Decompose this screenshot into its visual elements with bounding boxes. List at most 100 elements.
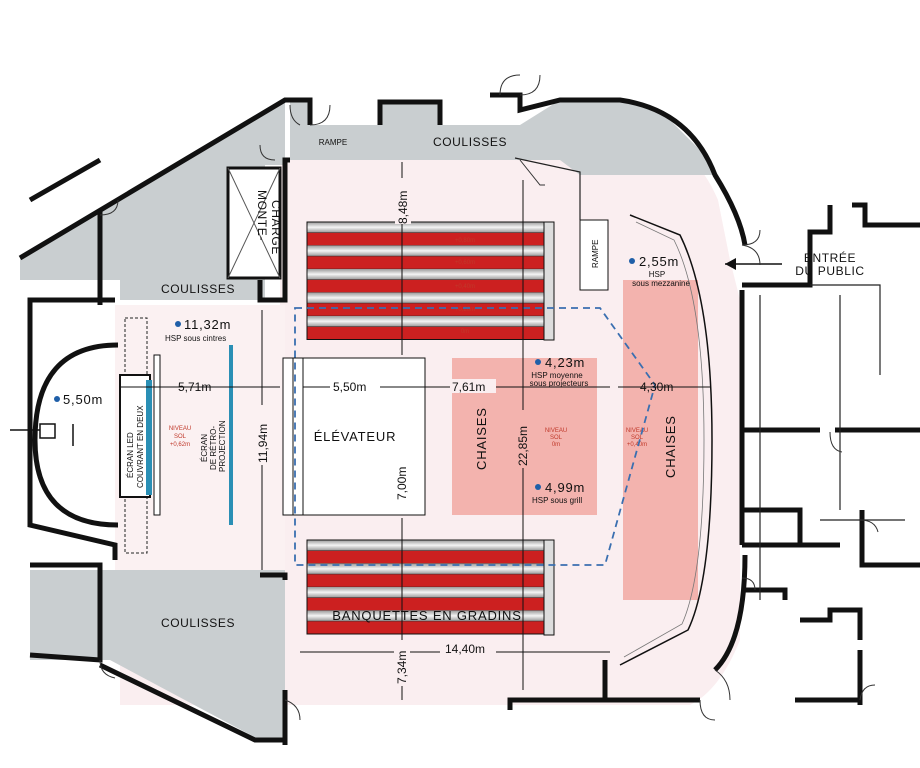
tier-label-3: +0,40m bbox=[455, 284, 475, 290]
seating-bottom-seat-row bbox=[306, 550, 545, 564]
dim-1440: 14,40m bbox=[445, 642, 485, 656]
entrance-label-1: ENTRÉE bbox=[804, 250, 856, 265]
mezzanine-arc bbox=[619, 214, 713, 666]
monte-charge-cross bbox=[227, 167, 281, 279]
retro-screen-bar bbox=[229, 345, 233, 525]
led-screen-bar bbox=[146, 380, 152, 495]
seating-top-separator bbox=[307, 222, 544, 233]
small-marks bbox=[519, 159, 545, 186]
stage-apron-curve bbox=[32, 342, 119, 528]
led-screen-box bbox=[119, 374, 151, 498]
height-1132-value: 11,32m bbox=[184, 317, 231, 332]
rampe-guide bbox=[514, 157, 581, 220]
niveau-stage-2: SOL bbox=[174, 434, 187, 440]
wall-proscenium-bottom bbox=[260, 572, 288, 580]
height-499-note: HSP sous grill bbox=[532, 496, 582, 505]
coulisses-left-label: COULISSES bbox=[161, 282, 235, 296]
niveau-stage-1: NIVEAU bbox=[169, 426, 191, 432]
height-550-value: 5,50m bbox=[63, 392, 103, 407]
retro-screen-label-3: PROJECTION bbox=[218, 420, 227, 472]
height-423-note-2: sous projecteurs bbox=[530, 379, 589, 388]
niveau-right-2: SOL bbox=[631, 435, 644, 441]
seating-top-separator bbox=[307, 245, 544, 257]
height-dot-423 bbox=[535, 359, 541, 365]
dim-1194: 11,94m bbox=[256, 424, 270, 463]
rampe-side-label: RAMPE bbox=[591, 240, 600, 268]
seating-bottom-separator bbox=[307, 587, 544, 598]
dim-761: 7,61m bbox=[452, 380, 485, 394]
chairs-label-center: CHAISES bbox=[474, 407, 489, 470]
seating-top-separator bbox=[307, 292, 544, 304]
seating-top-seat-row bbox=[306, 279, 545, 293]
height-255-note-2: sous mezzanine bbox=[632, 279, 690, 288]
wall-left-stage bbox=[27, 297, 118, 560]
seating-bottom-separator bbox=[307, 563, 544, 575]
seating-top-seat-row bbox=[306, 255, 545, 270]
seating-bottom-side bbox=[543, 539, 555, 636]
mezzanine-arc-inner bbox=[623, 221, 705, 658]
height-dot-255 bbox=[629, 258, 635, 264]
lighting-grid-outline bbox=[294, 307, 656, 566]
wall-left-lower bbox=[29, 562, 103, 663]
wing-left-upper bbox=[20, 100, 285, 300]
entrance-arrow-icon bbox=[725, 258, 736, 270]
niveau-center-1: NIVEAU bbox=[545, 428, 567, 434]
niveau-right-1: NIVEAU bbox=[626, 428, 648, 434]
wall-bottom bbox=[98, 662, 288, 745]
led-screen-side bbox=[153, 354, 161, 516]
seating-top-side bbox=[543, 221, 555, 341]
dim-700: 7,00m bbox=[395, 467, 409, 500]
wall-bottom-right bbox=[602, 660, 700, 703]
seating-top-seat-row bbox=[306, 326, 545, 340]
height-255-note-1: HSP bbox=[649, 270, 665, 279]
wall-top bbox=[377, 92, 748, 246]
rampe-top-label: RAMPE bbox=[319, 138, 347, 147]
seating-top-seat-row bbox=[306, 302, 545, 317]
wall-left-outer bbox=[18, 97, 313, 261]
dim-734: 7,34m bbox=[395, 651, 409, 684]
tier-label-5: 0m bbox=[461, 329, 469, 335]
seating-top bbox=[306, 221, 545, 340]
dim-550: 5,50m bbox=[333, 380, 366, 394]
retro-screen-label-1: ÉCRAN bbox=[200, 434, 209, 462]
height-1132-note: HSP sous cintres bbox=[165, 334, 226, 343]
chairs-zone-right bbox=[623, 280, 698, 600]
chairs-label-right: CHAISES bbox=[663, 415, 678, 478]
height-423-note-1: HSP moyenne bbox=[531, 371, 583, 380]
seating-bottom-separator bbox=[307, 540, 544, 551]
wall-right-thin bbox=[759, 284, 905, 600]
seating-bottom-seat-row bbox=[306, 620, 545, 635]
coulisses-top-label: COULISSES bbox=[433, 135, 507, 149]
fixture-left bbox=[10, 423, 74, 446]
height-499-value: 4,99m bbox=[545, 480, 585, 495]
seating-bottom-separator bbox=[307, 610, 544, 622]
niveau-stage-3: +0,62m bbox=[170, 442, 190, 448]
led-screen-label-1: ÉCRAN LED bbox=[126, 432, 135, 478]
dim-848: 8,48m bbox=[396, 191, 410, 224]
dim-430: 4,30m bbox=[640, 380, 673, 394]
elevator-label: ÉLÉVATEUR bbox=[314, 429, 397, 444]
height-dot-1132 bbox=[175, 321, 181, 327]
monte-charge-label-1: MONTE- bbox=[255, 190, 269, 241]
niveau-center-3: 0m bbox=[552, 442, 560, 448]
seating-top-seat-row bbox=[306, 232, 545, 246]
dim-2285: 22,85m bbox=[516, 426, 530, 466]
door-swings bbox=[99, 74, 879, 721]
height-dot-499 bbox=[535, 484, 541, 490]
coulisses-bottom-label: COULISSES bbox=[161, 616, 235, 630]
wall-proscenium-top bbox=[257, 157, 290, 303]
wing-left-lower bbox=[30, 570, 285, 740]
tier-label-1: +0,80m bbox=[455, 238, 475, 244]
tier-label-4: +0,20m bbox=[455, 307, 475, 313]
banquettes-label: BANQUETTES EN GRADINS bbox=[332, 608, 521, 623]
height-423-value: 4,23m bbox=[545, 355, 585, 370]
seating-top-separator bbox=[307, 269, 544, 280]
led-screen-label-2: COUVRANT EN DEUX bbox=[136, 405, 145, 488]
niveau-center-2: SOL bbox=[550, 435, 563, 441]
wing-top bbox=[290, 100, 715, 175]
wall-right-rooms bbox=[739, 202, 920, 705]
rampe-side bbox=[579, 219, 609, 291]
retro-screen-label-2: DE RÉTRO- bbox=[209, 426, 218, 470]
